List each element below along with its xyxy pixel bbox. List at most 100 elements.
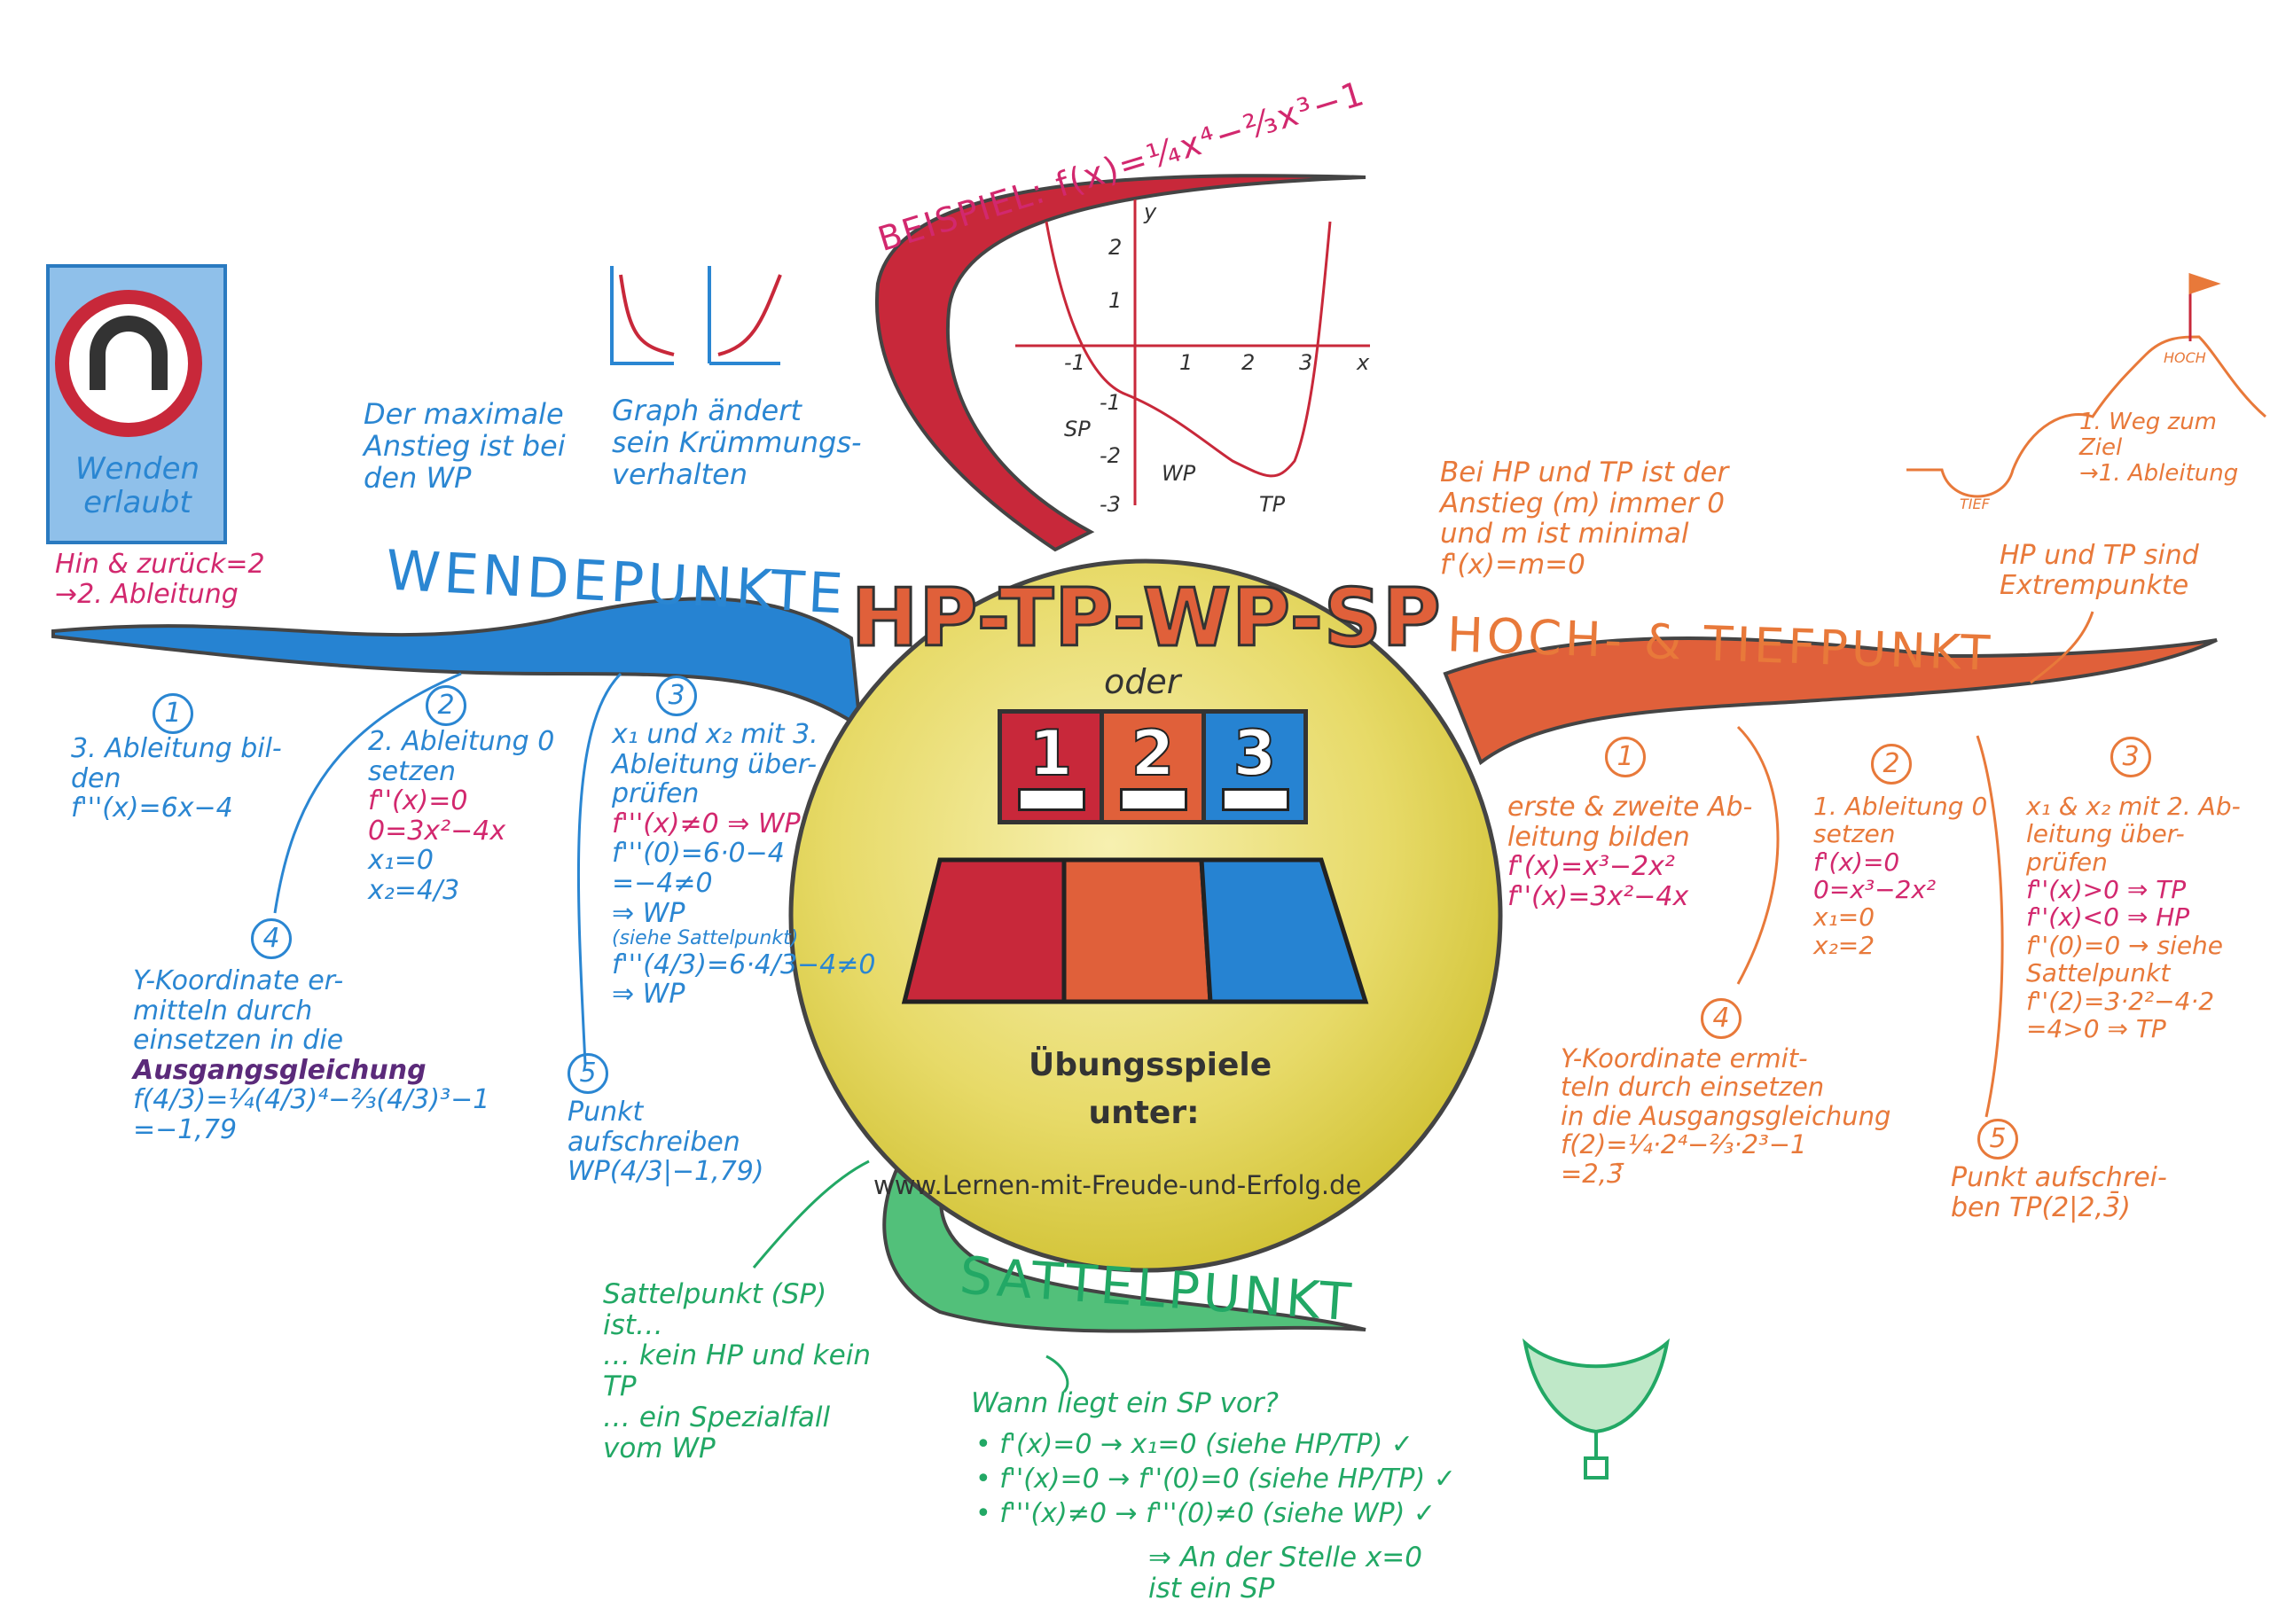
point-label-sp: SP [1064,417,1091,441]
note-line: und m ist minimal [1440,518,1689,550]
mountain-icon [1906,272,2266,498]
step-line: x₁=0 [1813,902,1875,933]
step-line: 0=x³−2x² [1813,875,1937,905]
ht-step-4: Y-Koordinate ermit- teln durch einsetzen… [1561,1043,1891,1189]
note-line: Extrempunkte [2000,569,2189,601]
definition-line: … ein Spezialfall [603,1401,831,1433]
note-line: HP und TP sind [2000,540,2199,571]
step-line: f''(x)=0 [368,785,468,817]
game-box-2: 2 [1100,709,1206,824]
step-line: f'''(4/3)=6·4/3−4≠0 [612,949,876,980]
y-tick: 1 [1108,288,1123,313]
hochtief-branch [1443,636,2218,766]
step-line: setzen [1813,819,1896,849]
y-tick: -3 [1100,492,1121,517]
step-line: in die Ausgangsgleichung [1561,1100,1891,1131]
definition-line: TP [603,1370,637,1403]
caption-line: Ziel [2079,434,2123,462]
step-line: Punkt [568,1097,644,1128]
mountain-caption: 1. Weg zum Ziel →1. Ableitung [2079,409,2239,488]
step-line: mitteln durch [133,995,313,1027]
ht-step-5: Punkt aufschrei- ben TP(2|2,3̄) [1951,1163,2167,1222]
sp-conditions: • f'(x)=0 → x₁=0 (siehe HP/TP) ✓ • f''(x… [975,1427,1456,1531]
condition-item: • f''(x)=0 → f''(0)=0 (siehe HP/TP) ✓ [975,1464,1456,1495]
box-number: 3 [1233,716,1278,791]
x-axis-label: x [1357,350,1370,375]
step-line: Y-Koordinate er- [133,965,344,996]
step-line: 2. Ableitung 0 [368,726,555,757]
step-line: =−4≠0 [612,867,713,899]
step-line: f''(x)=3x²−4x [1507,880,1689,912]
step-line: einsetzen in die [133,1025,344,1057]
note-max-slope: Der maximale Anstieg ist bei den WP [364,397,566,495]
step-line: prüfen [2026,847,2108,877]
y-tick: 2 [1108,235,1123,260]
sign-label-line: Wenden [74,451,200,487]
sign-label-line: erlaubt [83,485,192,521]
step-line: x₁=0 [368,845,434,877]
note-curvature: Graph ändert sein Krümmungs- verhalten [612,394,862,490]
step-line: f(4/3)=¼(4/3)⁴−⅔(4/3)³−1 [133,1084,490,1116]
hint-note: Hin & zurück=2 →2. Ableitung [55,550,265,609]
website-link[interactable]: www.Lernen-mit-Freude-und-Erfolg.de [873,1170,1362,1200]
game-box-3: 3 [1202,709,1308,824]
box-number: 2 [1131,716,1176,791]
x-tick: 3 [1299,350,1313,375]
x-tick: 2 [1241,350,1256,375]
mountain-valley-label: TIEF [1960,496,1990,512]
x-tick: -1 [1064,350,1085,375]
definition-line: vom WP [603,1432,716,1464]
step-line: teln durch einsetzen [1561,1072,1825,1103]
step-line: Ausgangsgleichung [133,1054,427,1086]
step-line: x₂=2 [1813,930,1875,960]
step-line: f'(x)=x³−2x² [1507,851,1675,883]
step-line: 1. Ableitung 0 [1813,792,1988,821]
sp-conclusion: ⇒ An der Stelle x=0 ist ein SP [1148,1542,1422,1604]
y-tick: -2 [1100,443,1121,468]
games-caption-line: Übungsspiele [1029,1047,1272,1083]
step-line: f''(2)=3·2²−4·2 [2026,986,2215,1016]
step-line: f'''(0)=6·0−4 [612,838,785,870]
step-line: x₂=4/3 [368,874,460,906]
note-extrema: HP und TP sind Extrempunkte [2000,541,2199,600]
caption-line: →1. Ableitung [2079,460,2239,488]
step-line: ⇒ WP [612,897,685,929]
step-line: =4>0 ⇒ TP [2026,1013,2166,1043]
step-line: f''(x)<0 ⇒ HP [2026,902,2190,933]
ht-step-2: 1. Ableitung 0 setzen f'(x)=0 0=x³−2x² x… [1813,792,1988,960]
step-line: Y-Koordinate ermit- [1561,1043,1808,1074]
hint-line: →2. Ableitung [55,578,239,610]
note-line: f'(x)=m=0 [1440,549,1585,582]
condition-item: • f'''(x)≠0 → f'''(0)≠0 (siehe WP) ✓ [975,1498,1436,1529]
step-line: f''(x)>0 ⇒ TP [2026,875,2187,905]
hint-line: Hin & zurück=2 [55,549,265,580]
step-line: f''(0)=0 → siehe [2026,930,2224,960]
step-number: 1 [153,693,193,734]
condition-item: • f'(x)=0 → x₁=0 (siehe HP/TP) ✓ [975,1429,1413,1460]
step-line: Punkt aufschrei- [1951,1162,2167,1193]
step-line: 0=3x²−4x [368,815,506,847]
wp-step-1: 3. Ableitung bil- den f'''(x)=6x−4 [71,734,282,824]
oder-label: oder [1104,662,1181,701]
sp-definition: Sattelpunkt (SP) ist… … kein HP und kein… [603,1279,871,1464]
step-line: 3. Ableitung bil- [71,733,282,764]
x-tick: 1 [1179,350,1194,375]
game-board-icon [901,857,1369,1004]
step-line: x₁ und x₂ mit 3. [612,719,818,750]
step-line: f(2)=¼·2⁴−⅔·2³−1 [1561,1129,1807,1160]
step-number: 4 [251,918,292,959]
conclusion-line: ist ein SP [1148,1572,1275,1604]
step-line: erste & zweite Ab- [1507,792,1753,823]
note-line: sein Krümmungs- [612,425,862,459]
step-line: x₁ & x₂ mit 2. Ab- [2026,792,2241,821]
note-line: Der maximale [364,397,564,431]
games-caption-line: unter: [1088,1095,1200,1131]
note-line: den WP [364,460,472,495]
sattelpunkt-branch [882,1123,1366,1333]
box-number: 1 [1029,716,1074,791]
caption-line: 1. Weg zum [2079,409,2217,435]
curvature-sketch-icon [610,266,782,365]
step-number: 1 [1605,737,1646,777]
point-label-tp: TP [1259,492,1286,517]
point-label-wp: WP [1162,461,1196,486]
